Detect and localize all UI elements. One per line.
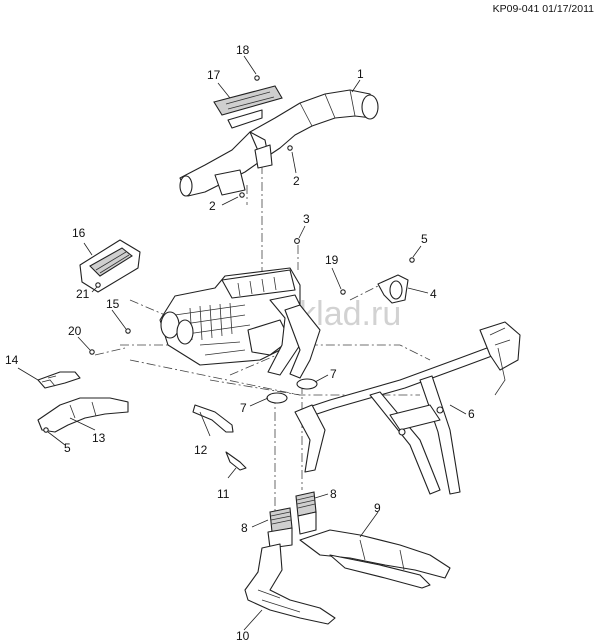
callout-13: 13 [92, 431, 106, 445]
aspirator-hose [192, 404, 247, 471]
screw-3 [294, 238, 300, 244]
drain-hose [37, 328, 131, 389]
callout-19: 19 [325, 253, 339, 267]
callout-15: 15 [106, 297, 120, 311]
seal-7a [296, 378, 318, 390]
callout-12: 12 [194, 443, 208, 457]
callout-7-left: 7 [240, 401, 247, 415]
callout-7-right: 7 [330, 367, 337, 381]
callout-5-left: 5 [64, 441, 71, 455]
callout-11: 11 [217, 487, 230, 501]
drawing-id-label: KP09-041 01/17/2011 [492, 3, 594, 15]
upper-air-duct [179, 89, 379, 197]
callout-18: 18 [236, 43, 250, 57]
hvac-module [159, 267, 321, 379]
callout-5-right: 5 [421, 232, 428, 246]
rear-floor-duct [299, 529, 451, 589]
callout-16: 16 [72, 226, 86, 240]
callout-8-right: 8 [330, 487, 337, 501]
callout-3: 3 [303, 212, 310, 226]
front-floor-duct [244, 543, 336, 625]
screw-2a [287, 145, 293, 151]
leader-lines [17, 55, 467, 631]
callout-6: 6 [468, 407, 475, 421]
callout-17: 17 [207, 68, 221, 82]
floor-duct-connector-8 [267, 491, 317, 549]
seal-7b [266, 392, 288, 404]
cross-car-beam [294, 321, 521, 495]
callout-20: 20 [68, 324, 82, 338]
callout-8-left: 8 [241, 521, 248, 535]
callout-9: 9 [374, 501, 381, 515]
callout-14: 14 [5, 353, 19, 367]
callout-numbers: 1 2 2 3 4 5 5 6 7 7 8 8 9 10 11 12 13 14… [5, 43, 475, 643]
callout-4: 4 [430, 287, 437, 301]
side-duct-part-4 [340, 257, 415, 304]
center-vent-grille [213, 75, 283, 129]
callout-21: 21 [76, 287, 90, 301]
callout-10: 10 [236, 629, 250, 643]
lower-left-duct [37, 397, 129, 433]
screw-2b [239, 192, 245, 198]
filter-housing [79, 239, 141, 293]
callout-2-lower: 2 [209, 199, 216, 213]
callout-2-upper: 2 [293, 174, 300, 188]
callout-1: 1 [357, 67, 364, 81]
